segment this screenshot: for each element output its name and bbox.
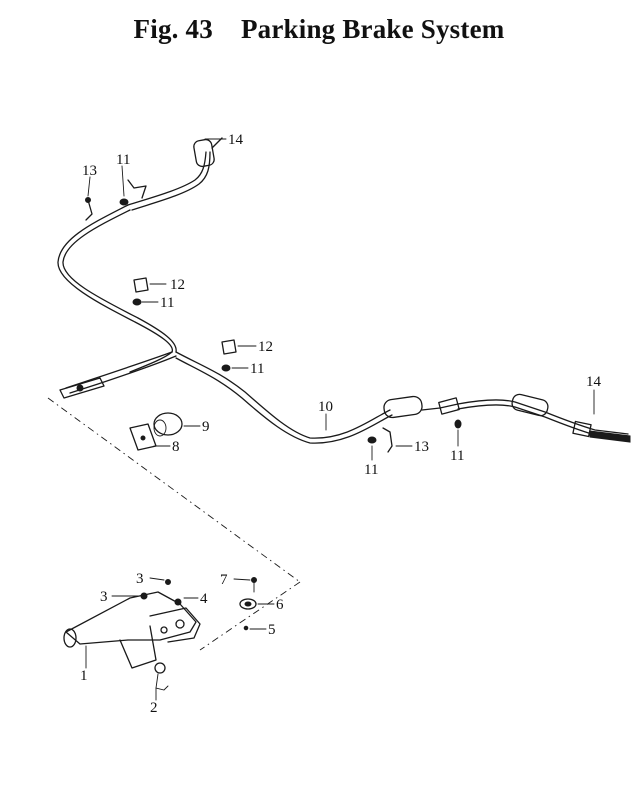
lever-pivot (175, 619, 185, 629)
callout-7: 7 (220, 572, 228, 588)
top-cable-end (211, 137, 223, 149)
bolt-11-r1 (367, 436, 377, 444)
top-cable-boot (193, 138, 215, 168)
clip-12-b (221, 339, 237, 355)
leader-7 (233, 578, 251, 581)
callout-8: 8 (172, 439, 180, 455)
right-cable-10 (175, 351, 391, 439)
plate-8-hole (140, 435, 146, 441)
bolt-11-a (132, 298, 142, 306)
fasteners (85, 179, 462, 453)
callout-12-a: 12 (170, 277, 185, 293)
callout-6: 6 (276, 597, 284, 613)
bolt-11-r2 (454, 419, 462, 429)
left-cable-upper-outer (62, 209, 177, 353)
leader-13-top (87, 176, 91, 197)
figure-number: Fig. 43 (133, 14, 213, 44)
assembly-centerline-2 (199, 581, 301, 651)
callout-2: 2 (150, 700, 158, 716)
parking-brake-lever (63, 577, 257, 691)
callout-labels: 14 13 11 12 11 12 11 10 9 8 14 13 11 11 … (80, 132, 602, 716)
callout-11-r2: 11 (450, 448, 464, 464)
screw-4 (174, 598, 182, 606)
right-cable-end (589, 430, 631, 443)
yoke-pin (76, 384, 84, 392)
callout-3-a: 3 (136, 571, 144, 587)
callout-10: 10 (318, 399, 333, 415)
lever-pivot-2 (160, 626, 168, 634)
callout-13-top: 13 (82, 163, 97, 179)
bracket-top (127, 179, 147, 199)
clip-13-top (85, 199, 93, 221)
bushing-9-face (153, 419, 167, 437)
clip-12-a (133, 277, 149, 293)
front-cable-a (65, 351, 173, 389)
right-cable-14 (457, 399, 629, 435)
figure-title: Fig. 43 Parking Brake System (0, 14, 638, 45)
left-cable-upper (57, 204, 173, 353)
pin-5 (243, 625, 249, 631)
lever-bracket (149, 607, 201, 643)
assembly-centerline (47, 397, 301, 583)
lever-grip-end (63, 628, 77, 648)
callout-5: 5 (268, 622, 276, 638)
cable-yoke (59, 377, 105, 399)
front-cable-b (69, 355, 177, 394)
front-cable-c (129, 351, 173, 373)
switch-2 (154, 662, 166, 674)
bushing-9 (153, 412, 183, 436)
clip-13-right (382, 427, 393, 453)
right-cable-10-outer (175, 357, 393, 444)
bolt-11-top (119, 198, 129, 206)
screw-3-b (140, 592, 148, 600)
top-cable-run-outer (131, 151, 211, 211)
washer-6 (239, 598, 257, 610)
callout-11-a: 11 (160, 295, 174, 311)
callout-11-b: 11 (250, 361, 264, 377)
callout-14-right: 14 (586, 374, 602, 390)
callout-1: 1 (80, 668, 88, 684)
cable-boot (383, 395, 423, 419)
lever-body (119, 625, 157, 669)
callout-4: 4 (200, 591, 208, 607)
leader-11-top (121, 165, 125, 197)
callout-9: 9 (202, 419, 210, 435)
screw-3-a (165, 579, 171, 585)
top-cable-run (127, 151, 207, 206)
bolt-11-b (221, 364, 231, 372)
leader-3-a (149, 577, 165, 581)
callout-11-top: 11 (116, 152, 130, 168)
right-cable-boot (511, 393, 549, 417)
callout-13-right: 13 (414, 439, 429, 455)
brake-cable-assembly (57, 137, 631, 444)
callout-3-b: 3 (100, 589, 108, 605)
callout-11-r1: 11 (364, 462, 378, 478)
callout-14-top: 14 (228, 132, 244, 148)
switch-2-wire (155, 673, 169, 691)
callout-12-b: 12 (258, 339, 273, 355)
washer-6-hole (244, 601, 252, 607)
clip-13-top-head (85, 197, 91, 203)
figure-caption: Parking Brake System (240, 14, 505, 44)
right-cable-14-outer (457, 404, 629, 439)
leader-lines (85, 138, 595, 701)
